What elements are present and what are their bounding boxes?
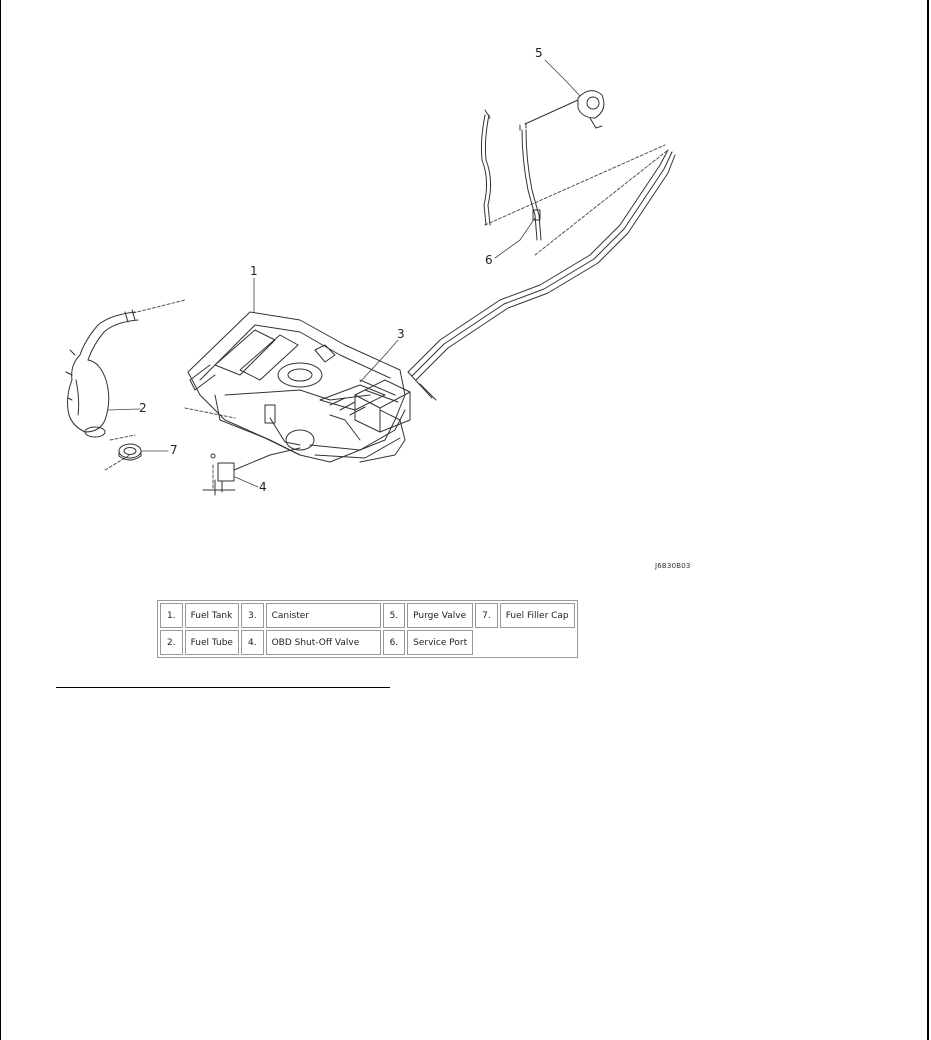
legend-num: 7. (475, 603, 498, 628)
fuel-tank-drawing (187, 311, 406, 463)
obd-valve-drawing (202, 447, 301, 496)
figure-code: J6B30B03 (655, 562, 691, 570)
divider-rule (56, 687, 390, 688)
callout-6: 6 (485, 253, 493, 267)
guide-lines (104, 144, 669, 491)
legend-num: 3. (240, 603, 264, 628)
callout-5: 5 (535, 46, 543, 60)
legend-label: OBD Shut-Off Valve (265, 630, 381, 655)
legend-num: 4. (240, 630, 264, 655)
callout-1: 1 (250, 264, 258, 278)
legend-num: 5. (382, 603, 406, 628)
filler-cap-drawing (118, 443, 142, 461)
legend-num: 2. (160, 630, 183, 655)
filler-tube-drawing (65, 309, 139, 438)
legend-label: Service Port (407, 630, 474, 655)
callout-4: 4 (259, 480, 267, 494)
fuel-lines (407, 149, 676, 401)
legend-num: 6. (382, 630, 406, 655)
fuel-system-diagram (65, 59, 676, 496)
legend-row: 1. Fuel Tank 3. Canister 5. Purge Valve … (160, 603, 575, 628)
legend-table: 1. Fuel Tank 3. Canister 5. Purge Valve … (157, 600, 578, 658)
legend-label: Fuel Filler Cap (499, 603, 575, 628)
callout-leaders (107, 59, 581, 488)
callout-7: 7 (170, 443, 178, 457)
legend-row: 2. Fuel Tube 4. OBD Shut-Off Valve 6. Se… (160, 630, 575, 655)
legend-num: 1. (160, 603, 183, 628)
legend-label: Purge Valve (407, 603, 474, 628)
legend-label: Fuel Tube (184, 630, 239, 655)
purge-valve-drawing (480, 90, 605, 241)
callout-2: 2 (139, 401, 147, 415)
callout-3: 3 (397, 327, 405, 341)
canister-drawing (354, 379, 411, 433)
legend-label: Canister (265, 603, 381, 628)
legend-label: Fuel Tank (184, 603, 239, 628)
